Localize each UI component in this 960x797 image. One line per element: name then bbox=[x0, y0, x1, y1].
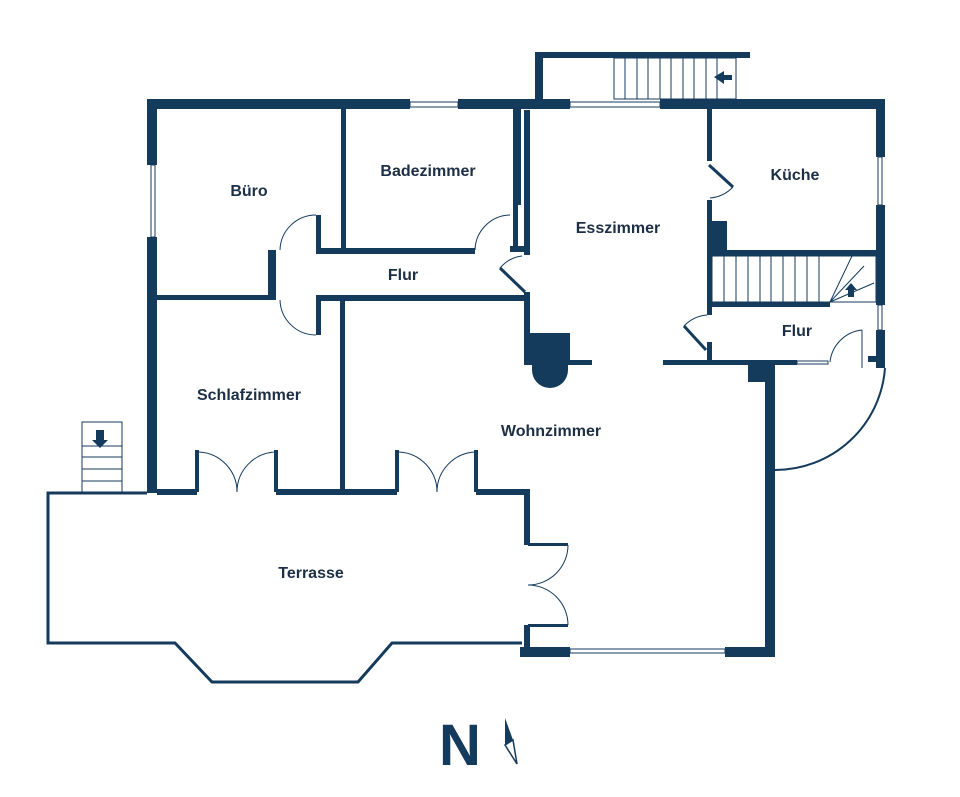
room-label-esszimmer: Esszimmer bbox=[576, 220, 661, 237]
doors bbox=[198, 163, 886, 626]
room-label-buero: Büro bbox=[230, 183, 268, 200]
room-label-flur-west: Flur bbox=[388, 267, 418, 284]
compass: N bbox=[439, 713, 518, 778]
room-label-kueche: Küche bbox=[771, 167, 820, 184]
room-labels: Büro Badezimmer Esszimmer Küche Flur Flu… bbox=[197, 163, 820, 582]
room-label-terrasse: Terrasse bbox=[278, 565, 344, 582]
walls bbox=[147, 52, 885, 657]
stair-arrow-icon bbox=[714, 71, 732, 84]
room-label-badezimmer: Badezimmer bbox=[380, 163, 475, 180]
room-label-flur-east: Flur bbox=[782, 323, 812, 340]
terrace-outline bbox=[46, 491, 522, 684]
north-label: N bbox=[439, 713, 481, 778]
north-arrow-icon bbox=[503, 718, 518, 765]
stair-arrow-icon bbox=[845, 283, 857, 297]
room-label-wohnzimmer: Wohnzimmer bbox=[501, 423, 601, 440]
stair-arrow-icon bbox=[92, 430, 108, 448]
room-label-schlafzimmer: Schlafzimmer bbox=[197, 387, 301, 404]
stairs bbox=[81, 57, 877, 494]
